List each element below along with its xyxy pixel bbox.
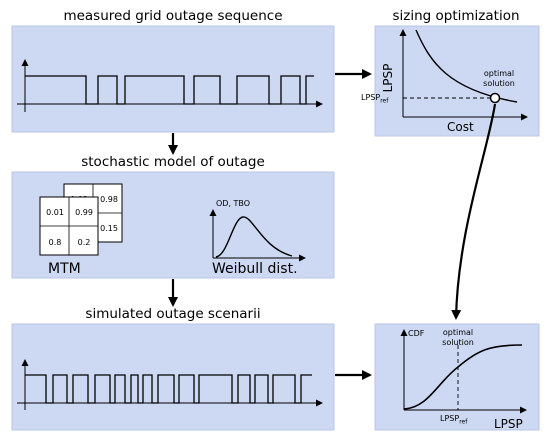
connector-arrows	[168, 69, 497, 380]
simulated-outage-signal	[25, 374, 312, 404]
sizing-optimal-label-line2: solution	[483, 79, 515, 88]
cdf-optimal-label-line2: solution	[442, 338, 474, 347]
weibull-curve	[215, 216, 293, 258]
mtm-back-cell: 0.15	[100, 224, 118, 233]
simulated-panel-background	[11, 323, 335, 431]
sizing-lpsp-ref-label: LPSPref	[361, 93, 389, 105]
simulated-panel: simulated outage scenarii	[11, 306, 335, 431]
measured-outage-signal	[25, 75, 314, 105]
mtm-label: MTM	[48, 261, 81, 277]
measured-panel-background	[11, 25, 335, 133]
cdf-optimal-label-line1: optimal	[443, 328, 473, 337]
sizing-panel: sizing optimization LPSP Cost LPSPref op…	[361, 8, 540, 137]
mtm-back-cell: 0.98	[100, 195, 118, 204]
simulated-panel-title: simulated outage scenarii	[85, 306, 260, 322]
weibull-axis-label: OD, TBO	[216, 199, 250, 208]
sizing-panel-title: sizing optimization	[392, 8, 519, 24]
cdf-panel: CDF LPSP optimal solution LPSPref	[374, 323, 540, 431]
weibull-plot: OD, TBO	[209, 199, 306, 262]
cdf-y-label: CDF	[408, 329, 425, 338]
mtm-front-matrix: 0.01 0.99 0.8 0.2	[39, 196, 99, 256]
mtm-front-cell: 0.99	[75, 208, 93, 217]
arrow-optimal-to-cdf	[451, 103, 497, 320]
sizing-x-label: Cost	[447, 120, 474, 134]
sizing-y-label: LPSP	[381, 64, 395, 93]
mtm-front-cell: 0.01	[46, 208, 64, 217]
mtm-front-cell: 0.2	[78, 238, 91, 247]
stochastic-panel-title: stochastic model of outage	[81, 154, 265, 170]
measured-panel: measured grid outage sequence	[11, 8, 335, 133]
cdf-x-label: LPSP	[494, 417, 523, 431]
weibull-label: Weibull dist.	[212, 261, 298, 277]
stochastic-panel: stochastic model of outage 0.02 0.98 0.1…	[11, 154, 335, 279]
mtm-front-cell: 0.8	[49, 238, 62, 247]
optimal-solution-marker	[489, 92, 501, 104]
sizing-optimal-label-line1: optimal	[484, 69, 514, 78]
measured-panel-title: measured grid outage sequence	[63, 8, 282, 24]
cdf-panel-background	[374, 323, 540, 431]
cdf-lpsp-ref-label: LPSPref	[440, 414, 468, 426]
